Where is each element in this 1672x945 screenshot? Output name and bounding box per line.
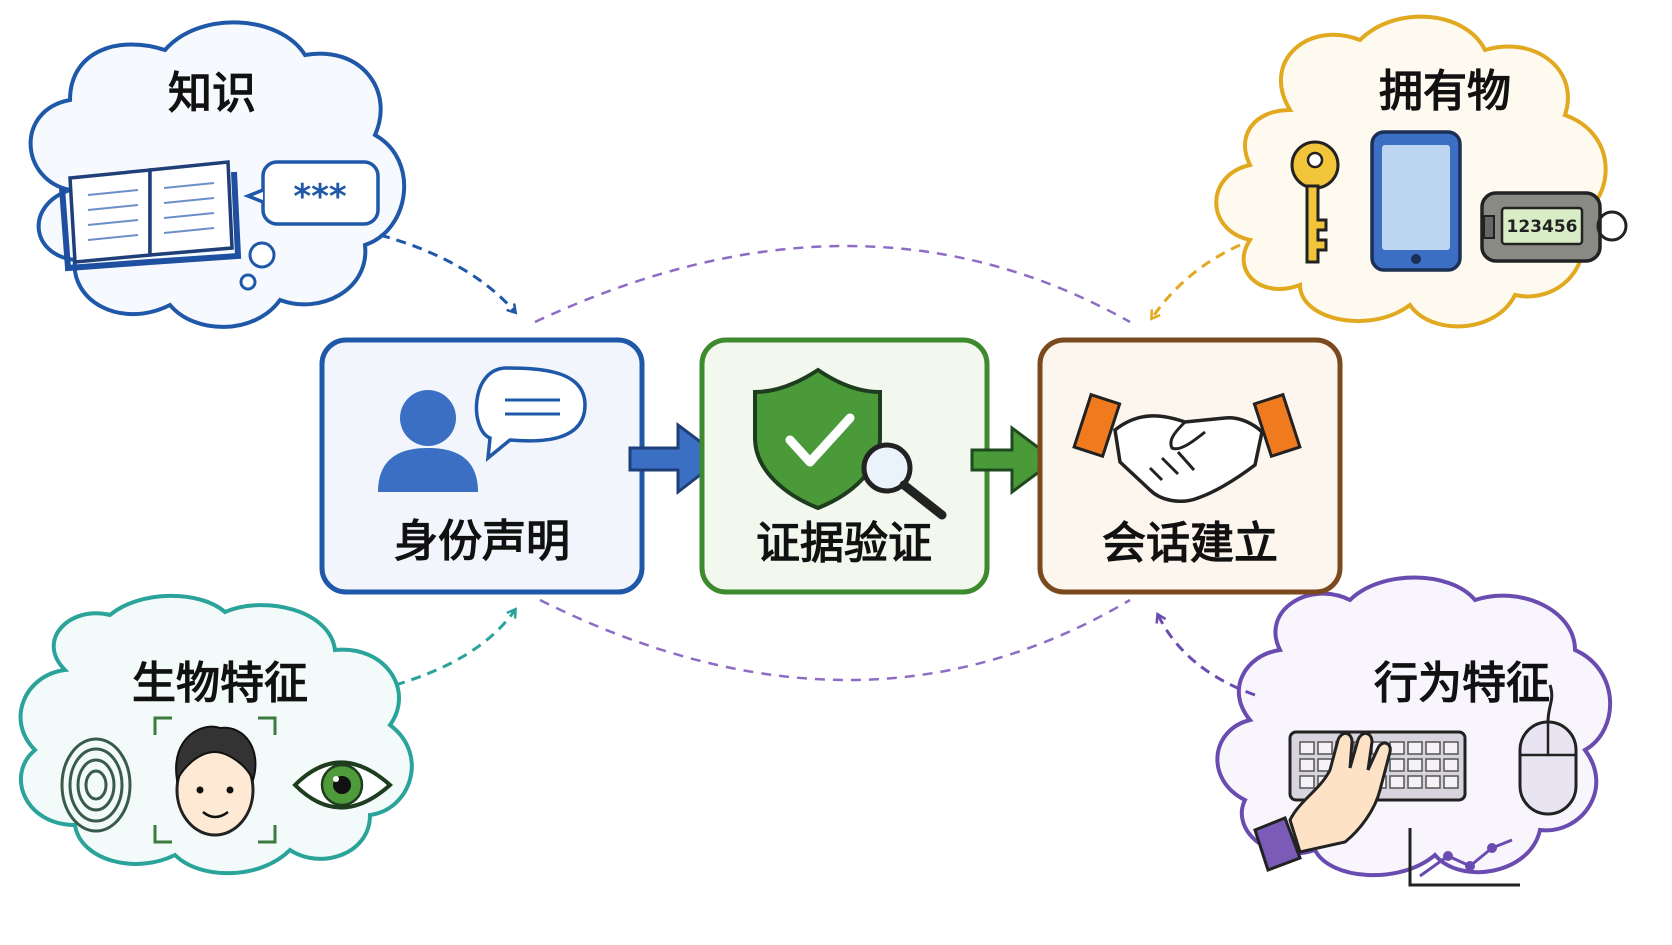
book-icon	[59, 160, 242, 272]
factor-cloud-behavioral: 行为特征	[1215, 575, 1613, 887]
factor-label: 生物特征	[132, 658, 308, 709]
step-label: 证据验证	[756, 518, 932, 569]
mouse-icon	[1518, 684, 1578, 816]
key-icon	[1290, 140, 1340, 264]
arrow-knowledge-to-claim	[379, 233, 515, 312]
trend-chart-icon	[1408, 828, 1520, 887]
step-label: 会话建立	[1102, 518, 1278, 569]
step-session-establishment: 会话建立	[1037, 337, 1343, 595]
step-label: 身份声明	[394, 516, 570, 567]
token-icon: 123456	[1480, 191, 1628, 263]
shield-check-icon	[753, 367, 882, 511]
handshake-icon	[1072, 392, 1302, 503]
user-icon	[378, 390, 478, 492]
step-evidence-verification: 证据验证	[699, 337, 990, 595]
factor-cloud-knowledge: 知识 ***	[28, 20, 407, 329]
flow-arrow-2	[970, 425, 1058, 495]
typing-hand-icon	[1253, 732, 1392, 872]
orbit-arcs	[534, 244, 1131, 682]
orbit-arc-bottom	[539, 598, 1131, 682]
factor-label: 行为特征	[1374, 658, 1550, 709]
phone-icon	[1370, 130, 1462, 272]
step-identity-claim: 身份声明	[319, 337, 645, 595]
arrow-biometric-to-claim	[394, 610, 515, 687]
face-scan-icon	[153, 716, 277, 844]
magnifier-icon	[861, 442, 947, 520]
password-mask: ***	[293, 177, 347, 217]
factor-arrows	[379, 233, 1256, 697]
password-bubble-icon: ***	[239, 160, 380, 291]
factor-label: 拥有物	[1379, 66, 1511, 117]
factor-cloud-biometric: 生物特征	[18, 593, 414, 876]
token-code: 123456	[1507, 217, 1578, 237]
fingerprint-icon	[60, 737, 132, 833]
factor-cloud-possession: 拥有物 123456	[1214, 14, 1628, 329]
eye-icon	[292, 760, 393, 810]
factor-label: 知识	[168, 68, 256, 119]
speech-bubble-icon	[474, 366, 587, 463]
orbit-arc-top	[534, 244, 1131, 324]
arrow-possession-to-session	[1152, 243, 1241, 318]
